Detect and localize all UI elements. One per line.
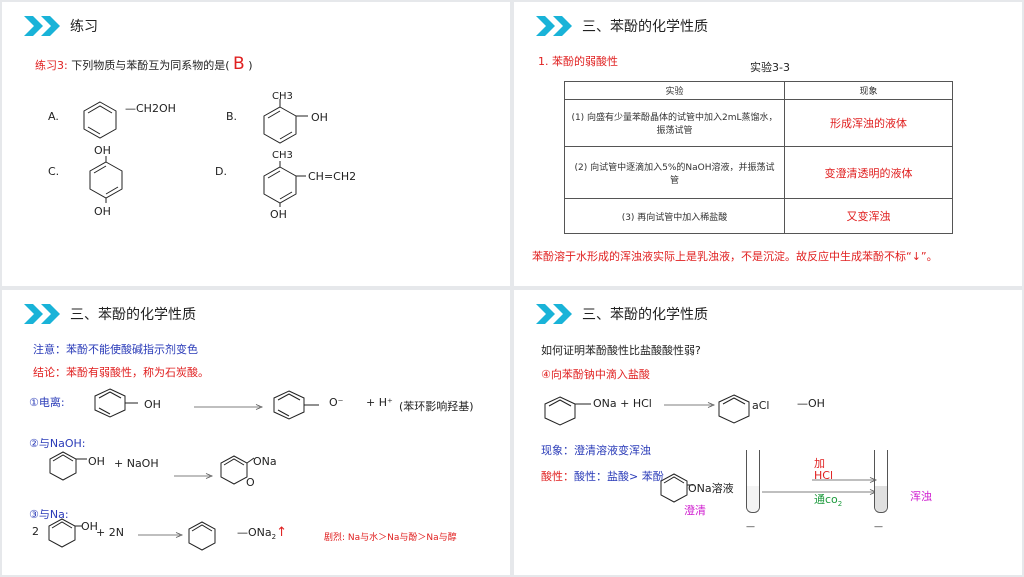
severity-note: 剧烈: Na与水＞Na与酚＞Na与醇 xyxy=(324,533,457,543)
ionize-note: (苯环影响羟基) xyxy=(399,400,474,413)
phenol-ring-icon xyxy=(48,518,84,548)
na-label: ③与Na: xyxy=(29,508,69,521)
phenol-ring-icon xyxy=(49,451,89,481)
table-caption: 实验3-3 xyxy=(750,61,790,74)
notice: 注意：苯酚不能使酸碱指示剂变色 xyxy=(33,343,198,356)
phenol-ring-icon xyxy=(94,388,138,418)
tube-base: — xyxy=(746,522,755,532)
slide-title: 三、苯酚的化学性质 xyxy=(582,307,708,323)
table-row: (2) 向试管中逐滴加入5%的NaOH溶液，并振荡试管 变澄清透明的液体 xyxy=(564,146,953,199)
solution-label: ONa溶液 xyxy=(688,482,734,495)
answer: B xyxy=(233,54,245,74)
naoh-o: O xyxy=(246,476,255,489)
gas-arrow-icon: ↑ xyxy=(276,525,288,540)
naoh-plus: + NaOH xyxy=(114,457,159,470)
chevron-arrows-icon xyxy=(24,16,60,36)
slide-weak-acidity: 三、苯酚的化学性质 1. 苯酚的弱酸性 实验3-3 实验 现象 (1) 向盛有少… xyxy=(514,2,1022,286)
benzene-ring-icon xyxy=(80,100,120,140)
option-c-oh-bottom: OH xyxy=(94,205,111,218)
toluene-ring-icon xyxy=(260,105,300,145)
option-b-label: B. xyxy=(226,110,238,123)
acidity: 酸性：酸性：盐酸> 苯酚 xyxy=(541,470,664,483)
slide-chemical-properties: 三、苯酚的化学性质 注意：苯酚不能使酸碱指示剂变色 结论：苯酚有弱酸性，称为石炭… xyxy=(2,290,510,575)
slide-title: 三、苯酚的化学性质 xyxy=(582,19,708,35)
naoh-product: ONa xyxy=(253,455,277,468)
ionize-o: O⁻ xyxy=(329,396,344,409)
ionize-h: + H⁺ xyxy=(366,396,393,409)
method: ④向苯酚钠中滴入盐酸 xyxy=(541,368,650,381)
equation-left: ONa + HCl xyxy=(593,397,652,410)
chevron-arrows-icon xyxy=(24,304,60,324)
slide-title: 三、苯酚的化学性质 xyxy=(70,307,196,323)
phenoxide-ring-icon xyxy=(273,390,327,420)
col-experiment: 实验 xyxy=(564,81,785,100)
styrene-ring-icon xyxy=(260,165,300,205)
option-a-label: A. xyxy=(48,110,59,123)
na-coefficient: 2 xyxy=(32,525,39,538)
turbid-label: 浑浊 xyxy=(910,490,932,503)
subtitle: 1. 苯酚的弱酸性 xyxy=(538,55,618,68)
arrow-right-icon xyxy=(174,473,214,479)
equation-right: aCl xyxy=(752,399,770,412)
arrow-right-icon xyxy=(664,402,716,408)
table-row: (3) 再向试管中加入稀盐酸 又变浑浊 xyxy=(564,198,953,234)
question: 练习3: 下列物质与苯酚互为同系物的是( B ) xyxy=(35,54,253,74)
phenoxide-ring-icon xyxy=(544,396,594,426)
option-a-group: —CH2OH xyxy=(125,102,176,115)
option-c-label: C. xyxy=(48,165,60,178)
na-product: —ONa2↑ xyxy=(237,525,288,542)
option-b-ch3: CH3 xyxy=(272,91,293,102)
add-label: 加 xyxy=(814,457,825,470)
chevron-arrows-icon xyxy=(536,304,572,324)
phenomenon: 现象：澄清溶液变浑浊 xyxy=(541,444,651,457)
option-c-oh-top: OH xyxy=(94,144,111,157)
option-d-oh: OH xyxy=(270,208,287,221)
option-d-vinyl: CH=CH2 xyxy=(308,170,357,183)
chevron-arrows-icon xyxy=(536,16,572,36)
ionize-label: ①电离: xyxy=(29,396,65,409)
ionize-oh: OH xyxy=(144,398,161,411)
arrow-right-icon xyxy=(138,532,184,538)
arrow-right-icon xyxy=(194,404,264,410)
slide-exercise: 练习 练习3: 下列物质与苯酚互为同系物的是( B ) A. —CH2OH B.… xyxy=(2,2,510,286)
hcl-label: HCl xyxy=(814,469,834,482)
phenol-ring-icon xyxy=(718,394,750,424)
hydroquinone-ring-icon xyxy=(86,160,126,200)
co2-label: 通co2 xyxy=(814,493,843,509)
slide-title: 练习 xyxy=(70,19,98,35)
tube-base: — xyxy=(874,522,883,532)
test-tube-right xyxy=(874,450,888,513)
naoh-label: ②与NaOH: xyxy=(29,437,86,450)
option-b-oh: OH xyxy=(311,111,328,124)
option-d-ch3: CH3 xyxy=(272,150,293,161)
option-d-label: D. xyxy=(215,165,227,178)
experiment-table: 实验 现象 (1) 向盛有少量苯酚晶体的试管中加入2mL蒸馏水，振荡试管 形成浑… xyxy=(564,81,953,234)
phenoxide-ring-icon xyxy=(188,521,216,551)
equation-oh: —OH xyxy=(797,397,825,410)
na-oh: OH xyxy=(81,520,98,533)
note: 苯酚溶于水形成的浑浊液实际上是乳浊液，不是沉淀。故反应中生成苯酚不标“↓”。 xyxy=(532,250,938,263)
col-phenomenon: 现象 xyxy=(784,81,953,100)
conclusion: 结论：苯酚有弱酸性，称为石炭酸。 xyxy=(33,366,209,379)
phenoxide-ring-icon xyxy=(660,473,700,503)
question: 如何证明苯酚酸性比盐酸酸性弱? xyxy=(541,344,701,357)
clear-label: 澄清 xyxy=(684,504,706,517)
table-row: (1) 向盛有少量苯酚晶体的试管中加入2mL蒸馏水，振荡试管 形成浑浊的液体 xyxy=(564,99,953,147)
na-plus: + 2N xyxy=(96,526,124,539)
transfer-arrows-icon xyxy=(762,476,880,500)
naoh-oh: OH xyxy=(88,455,105,468)
phenoxide-ring-icon xyxy=(220,455,256,487)
test-tube-left xyxy=(746,450,760,513)
slide-acidity-comparison: 三、苯酚的化学性质 如何证明苯酚酸性比盐酸酸性弱? ④向苯酚钠中滴入盐酸 ONa… xyxy=(514,290,1022,575)
